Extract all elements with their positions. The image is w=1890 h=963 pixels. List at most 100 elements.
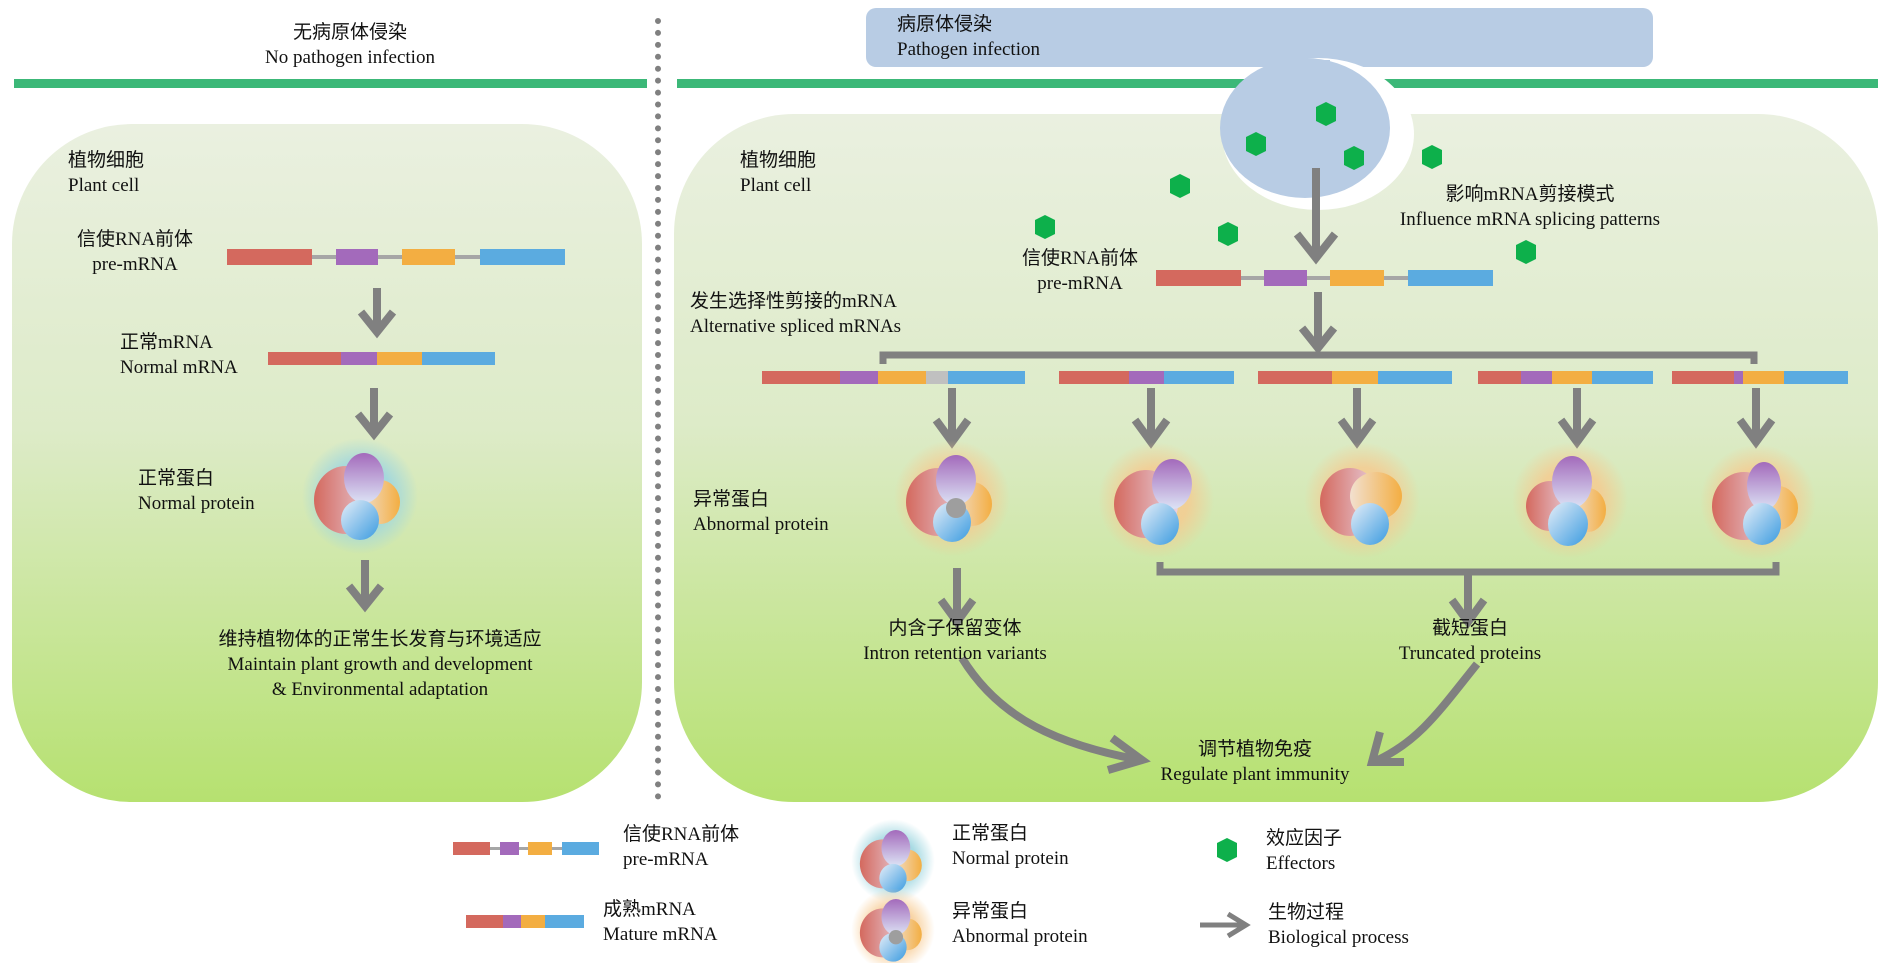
label-en: Maintain plant growth and development xyxy=(227,654,533,675)
truncated-label: 截短蛋白 Truncated proteins xyxy=(1370,616,1570,666)
arrow-icon xyxy=(1131,388,1171,449)
label-en: Effectors xyxy=(1266,853,1336,874)
left-header: 无病原体侵染 No pathogen infection xyxy=(200,20,500,70)
label-en: pre-mRNA xyxy=(623,849,709,870)
effector-icon xyxy=(1422,145,1442,169)
label-en: Abnormal protein xyxy=(952,926,1088,947)
truncated-bracket xyxy=(1156,562,1780,576)
abnormal-protein-4 xyxy=(1512,442,1628,558)
right-header: 病原体侵染 Pathogen infection xyxy=(897,12,1040,62)
arrow-icon xyxy=(1298,292,1338,355)
left-outcome-label: 维持植物体的正常生长发育与环境适应 Maintain plant growth … xyxy=(130,627,630,702)
label-en: Plant cell xyxy=(740,175,812,196)
left-normal-mrna-label: 正常mRNA Normal mRNA xyxy=(120,330,238,380)
label-zh: 截短蛋白 xyxy=(1431,618,1508,639)
label-en: Abnormal protein xyxy=(693,514,829,535)
label-zh: 成熟mRNA xyxy=(603,899,696,920)
effector-icon xyxy=(1218,222,1238,246)
label-en: Regulate plant immunity xyxy=(1160,764,1350,785)
right-cell-label: 植物细胞 Plant cell xyxy=(740,148,816,198)
label-en: pre-mRNA xyxy=(1037,273,1123,294)
effector-icon xyxy=(1316,102,1336,126)
alt-spliced-label: 发生选择性剪接的mRNA Alternative spliced mRNAs xyxy=(690,289,901,339)
left-normal-protein-label: 正常蛋白 Normal protein xyxy=(138,466,255,516)
abnormal-protein-label: 异常蛋白 Abnormal protein xyxy=(693,487,829,537)
left-cell-label: 植物细胞 Plant cell xyxy=(68,148,144,198)
label-en: Intron retention variants xyxy=(863,643,1047,664)
label-zh: 信使RNA前体 xyxy=(76,229,194,250)
label-zh: 病原体侵染 xyxy=(897,14,993,35)
label-en: pre-mRNA xyxy=(92,254,178,275)
legend-abnormal-protein-icon xyxy=(851,888,935,963)
arrow-icon xyxy=(1736,388,1776,449)
effector-icon xyxy=(1516,240,1536,264)
label-zh: 植物细胞 xyxy=(740,150,817,171)
label-en: Normal mRNA xyxy=(120,357,238,378)
abnormal-protein-3 xyxy=(1304,442,1420,558)
left-header-zh: 无病原体侵染 xyxy=(292,22,407,43)
label-en: Pathogen infection xyxy=(897,39,1040,60)
effector-icon xyxy=(1170,174,1190,198)
legend-normal-protein-icon xyxy=(851,819,935,903)
label-zh: 植物细胞 xyxy=(68,150,145,171)
label-en: Alternative spliced mRNAs xyxy=(690,316,902,337)
arrow-head-icon xyxy=(1366,730,1404,766)
label-zh: 异常蛋白 xyxy=(693,489,770,510)
arrow-icon xyxy=(354,388,394,441)
label-en: Plant cell xyxy=(68,175,140,196)
effector-icon xyxy=(1246,132,1266,156)
abnormal-protein-2 xyxy=(1098,442,1214,558)
label-zh: 正常蛋白 xyxy=(952,823,1029,844)
left-membrane xyxy=(14,79,647,88)
legend-effectors-label: 效应因子 Effectors xyxy=(1266,826,1342,876)
arrow-icon xyxy=(357,288,397,339)
label-zh: 维持植物体的正常生长发育与环境适应 xyxy=(218,629,542,650)
arrow-icon xyxy=(937,568,977,629)
legend-process-label: 生物过程 Biological process xyxy=(1268,900,1409,950)
label-zh: 生物过程 xyxy=(1268,902,1345,923)
label-en: Biological process xyxy=(1268,927,1409,948)
abnormal-protein-1 xyxy=(894,440,1010,556)
arrows xyxy=(345,168,1780,939)
curved-arrow xyxy=(958,655,1141,764)
right-plant-cell xyxy=(674,114,1878,802)
pathogen-box xyxy=(866,8,1653,67)
label-zh: 发生选择性剪接的mRNA xyxy=(690,291,897,312)
label-en: Normal protein xyxy=(952,848,1069,869)
label-zh: 信使RNA前体 xyxy=(1021,248,1139,269)
arrow-icon xyxy=(932,388,972,449)
arrow-icon xyxy=(1448,572,1488,629)
legend-arrow-icon xyxy=(1200,911,1251,939)
legend-mature-label: 成熟mRNA Mature mRNA xyxy=(603,897,718,947)
abnormal-protein-5 xyxy=(1700,444,1816,560)
label-zh: 内含子保留变体 xyxy=(888,618,1022,639)
splice-bracket xyxy=(879,351,1758,364)
label-zh: 信使RNA前体 xyxy=(623,824,740,845)
arrow-icon xyxy=(345,560,385,613)
left-premrna-label: 信使RNA前体 pre-mRNA xyxy=(60,227,210,277)
label-en: & Environmental adaptation xyxy=(271,679,489,700)
panel-divider xyxy=(655,18,661,800)
label-zh: 异常蛋白 xyxy=(952,901,1029,922)
label-en: Mature mRNA xyxy=(603,924,718,945)
left-header-en: No pathogen infection xyxy=(265,47,435,68)
label-zh: 效应因子 xyxy=(1266,828,1343,849)
intron-retention-label: 内含子保留变体 Intron retention variants xyxy=(835,616,1075,666)
arrow-icon xyxy=(1293,168,1339,265)
label-zh: 正常mRNA xyxy=(120,332,213,353)
arrow-icon xyxy=(1337,388,1377,449)
label-en: Truncated proteins xyxy=(1398,643,1542,664)
right-premrna-label: 信使RNA前体 pre-mRNA xyxy=(1010,246,1150,296)
legend-premrna-label: 信使RNA前体 pre-mRNA xyxy=(623,822,739,872)
effector-icon xyxy=(1344,146,1364,170)
normal-protein-left xyxy=(302,438,418,554)
immunity-label: 调节植物免疫 Regulate plant immunity xyxy=(1130,737,1380,787)
effector-icon xyxy=(1035,215,1055,239)
label-en: Influence mRNA splicing patterns xyxy=(1399,209,1661,230)
legend-normal-label: 正常蛋白 Normal protein xyxy=(952,821,1069,871)
effector-legend-icon xyxy=(1217,838,1237,862)
label-en: Normal protein xyxy=(138,493,255,514)
label-zh: 影响mRNA剪接模式 xyxy=(1445,184,1615,205)
legend-abnormal-label: 异常蛋白 Abnormal protein xyxy=(952,899,1088,949)
